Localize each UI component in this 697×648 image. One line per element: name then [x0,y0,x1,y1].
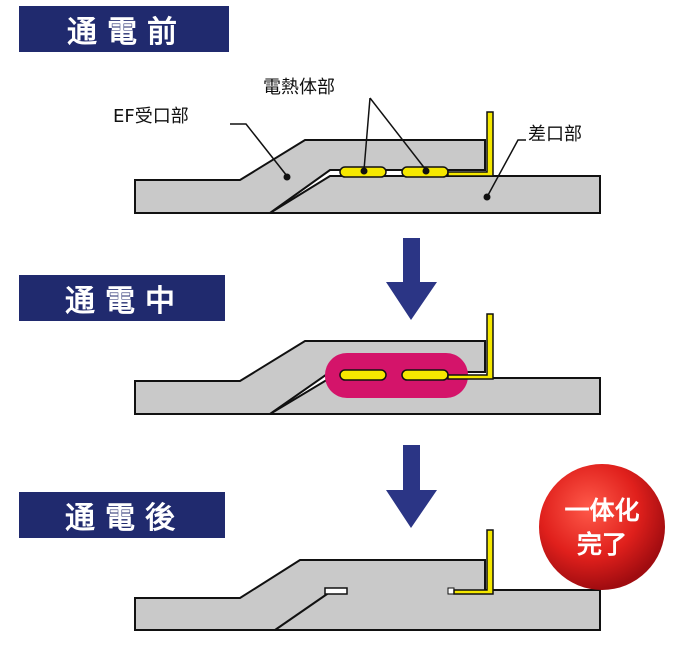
stage-before-diagram [134,97,601,214]
terminal-before [447,111,494,177]
completion-badge [539,464,665,590]
badge-text-line1: 一体化 [564,496,640,525]
leader-spigot [486,139,526,198]
leader-heater-2 [369,97,427,171]
fusion-gap-after [324,587,348,595]
stage-label-before: 通電前 [19,6,229,52]
fused-pipe-after [134,559,601,631]
arrow-down-icon [386,238,437,320]
stage-during-diagram [134,313,601,415]
fusion-gap-end [447,587,455,595]
stage-after-diagram [134,529,601,631]
melt-zone [325,353,468,398]
spigot-pipe-before [266,175,601,214]
terminal-during [447,313,494,380]
label-ef-socket: EF受口部 [113,106,189,127]
fusion-line-after [274,591,331,631]
ef-socket-pipe-before [134,139,486,214]
heating-wire-2-during [401,369,449,381]
stage-label-after: 通電後 [19,492,225,538]
arrow-down-icon [386,445,437,528]
badge-text-line2: 完了 [576,530,627,559]
leader-heater-1 [363,97,371,171]
label-spigot: 差口部 [528,124,582,145]
leader-ef-socket [230,123,288,177]
label-heating-element: 電熱体部 [263,77,335,98]
stage-label-during: 通電中 [19,275,225,321]
heating-wire-1-during [339,369,387,381]
terminal-after [453,529,494,595]
